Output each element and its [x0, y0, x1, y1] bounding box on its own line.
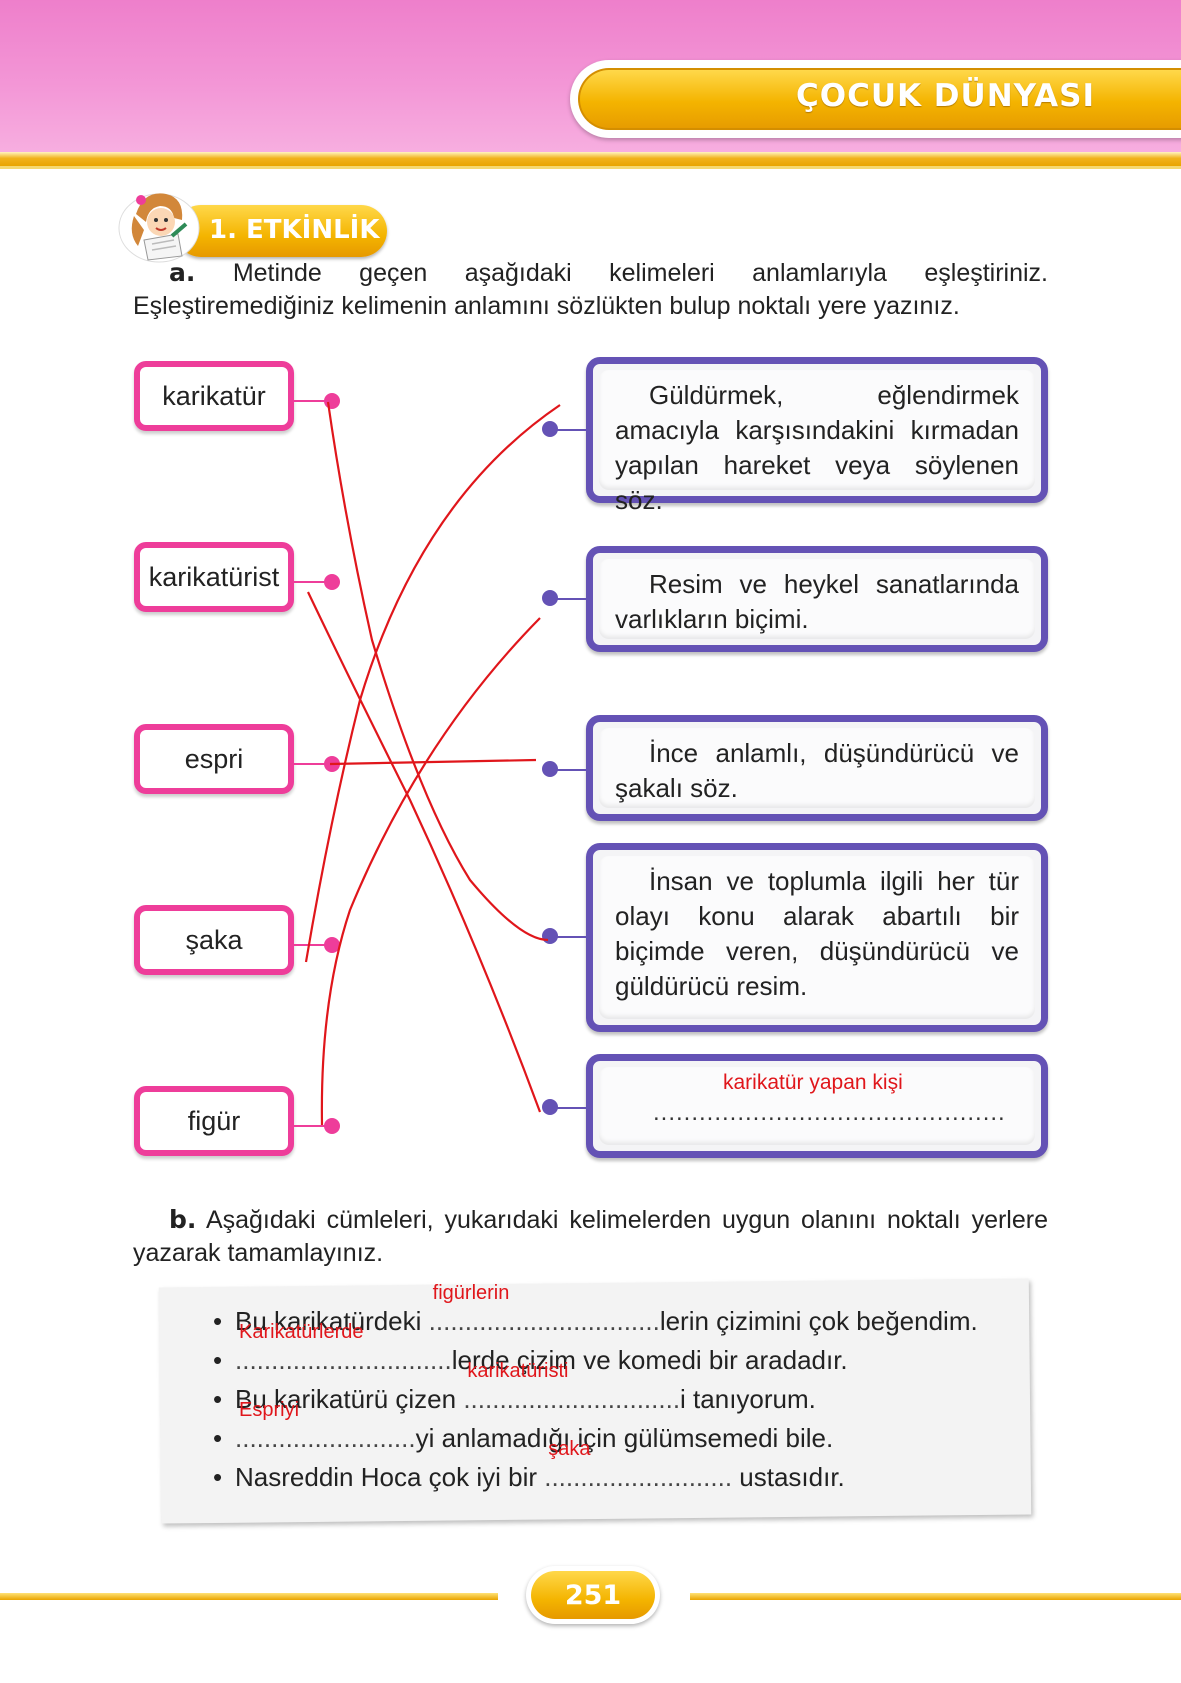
word-connector — [294, 400, 330, 402]
section-banner: ÇOCUK DÜNYASI — [570, 60, 1181, 138]
footer-line-right — [690, 1593, 1181, 1600]
part-b-label: b. — [169, 1205, 197, 1234]
match-line-espri — [329, 758, 537, 766]
definition-box-3: İnce anlamlı, düşündürücü ve şakalı söz. — [586, 715, 1048, 821]
definition-text: Güldürmek, eğlendirmek amacıyla karşısın… — [615, 380, 1019, 515]
definition-match-dot[interactable] — [542, 590, 558, 606]
sentence-5: •Nasreddin Hoca çok iyi bir şaka........… — [213, 1438, 845, 1492]
handwritten-answer: Karikatürlerde — [239, 1321, 364, 1343]
word-match-dot[interactable] — [324, 756, 340, 772]
activity-badge: 1. ETKİNLİK — [175, 205, 387, 257]
handwritten-definition: karikatür yapan kişi — [723, 1071, 903, 1094]
page-number-badge: 251 — [526, 1566, 660, 1624]
handwritten-answer: figürlerin — [432, 1282, 510, 1304]
part-a-instruction: a. Metinde geçen aşağıdaki kelimeleri an… — [133, 256, 1048, 323]
word-match-dot[interactable] — [324, 1118, 340, 1134]
definition-box-5: karikatür yapan kişi ...................… — [586, 1054, 1048, 1158]
handwritten-answer: şaka — [548, 1438, 591, 1460]
word-connector — [294, 1125, 330, 1127]
word-match-dot[interactable] — [324, 574, 340, 590]
definition-box-1: Güldürmek, eğlendirmek amacıyla karşısın… — [586, 357, 1048, 515]
match-line-karikaturist — [307, 591, 542, 1113]
handwritten-answer: Espriyi — [239, 1399, 300, 1421]
word-label: karikatürist — [148, 561, 280, 592]
definition-match-dot[interactable] — [542, 1099, 558, 1115]
part-a-label: a. — [169, 258, 196, 287]
word-label: espri — [184, 743, 244, 774]
definition-dotted-line[interactable]: ........................................… — [653, 1099, 1006, 1126]
word-box-karikatur: karikatür — [134, 361, 294, 431]
handwritten-answer: karikatüristi — [467, 1360, 569, 1382]
definition-text: Resim ve heykel sanatlarında varlıkların… — [615, 569, 1019, 634]
word-label: karikatür — [162, 380, 266, 411]
definition-box-2: Resim ve heykel sanatlarında varlıkların… — [586, 546, 1048, 652]
sentence-2: •Karikatürlerde.........................… — [213, 1321, 848, 1375]
definition-connector — [552, 769, 586, 771]
part-b-instruction: b. Aşağıdaki cümleleri, yukarıdaki kelim… — [133, 1203, 1048, 1270]
match-line-figur — [320, 617, 541, 1126]
sentence-blank[interactable]: karikatüristi...........................… — [463, 1360, 681, 1414]
sentence-1: •Bu karikatürdeki figürlerin............… — [213, 1282, 978, 1336]
word-box-figur: figür — [134, 1086, 294, 1156]
sentence-3: •Bu karikatürü çizen karikatüristi......… — [213, 1360, 816, 1414]
word-box-saka: şaka — [134, 905, 294, 975]
definition-connector — [552, 936, 586, 938]
definition-connector — [552, 1107, 586, 1109]
sentence-4: •Espriyi.........................yi anla… — [213, 1399, 834, 1453]
sentence-blank[interactable]: figürlerin..............................… — [428, 1282, 660, 1336]
definition-text: İnsan ve toplumla ilgili her tür olayı k… — [615, 866, 1019, 1001]
word-match-dot[interactable] — [324, 937, 340, 953]
word-box-karikaturist: karikatürist — [134, 542, 294, 612]
definition-match-dot[interactable] — [542, 928, 558, 944]
match-line-saka — [304, 404, 561, 963]
section-banner-fill — [578, 68, 1181, 130]
girl-writing-icon — [118, 193, 200, 263]
definition-connector — [552, 598, 586, 600]
part-b-text: Aşağıdaki cümleleri, yukarıdaki kelimele… — [133, 1206, 1048, 1267]
definition-box-4: İnsan ve toplumla ilgili her tür olayı k… — [586, 843, 1048, 1032]
definition-text: İnce anlamlı, düşündürücü ve şakalı söz. — [615, 738, 1019, 803]
sentence-blank[interactable]: Karikatürlerde..........................… — [235, 1321, 452, 1375]
part-a-text: Metinde geçen aşağıdaki kelimeleri anlam… — [133, 259, 1049, 320]
word-label: şaka — [185, 924, 243, 955]
word-match-dot[interactable] — [324, 393, 340, 409]
word-box-espri: espri — [134, 724, 294, 794]
section-title: ÇOCUK DÜNYASI — [795, 78, 1095, 114]
page-number: 251 — [531, 1571, 655, 1619]
definition-match-dot[interactable] — [542, 421, 558, 437]
match-line-karikatur — [326, 401, 549, 942]
sentence-blank[interactable]: Espriyi......................... — [235, 1399, 416, 1453]
footer-line-left — [0, 1593, 498, 1600]
definition-connector — [552, 429, 586, 431]
activity-title: 1. ETKİNLİK — [209, 215, 380, 245]
word-label: figür — [187, 1105, 241, 1136]
header-divider — [0, 152, 1181, 169]
definition-match-dot[interactable] — [542, 761, 558, 777]
sentence-blank[interactable]: şaka.......................... — [544, 1438, 733, 1492]
